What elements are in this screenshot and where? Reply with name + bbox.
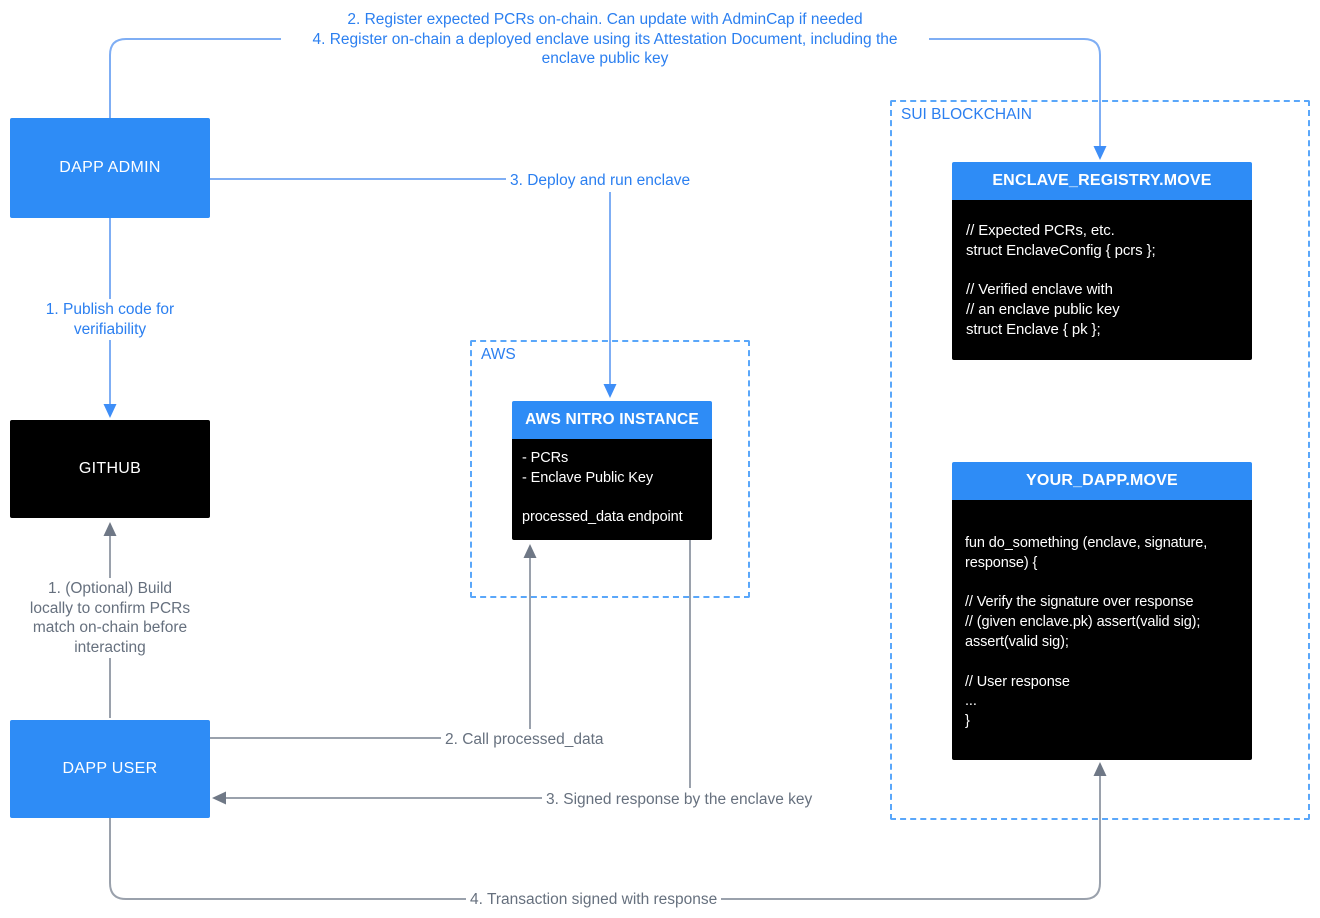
- edge-label-signed-response: 3. Signed response by the enclave key: [542, 789, 817, 811]
- arrow-up-into-github-icon: [103, 522, 117, 536]
- blue-arrowheads: [103, 146, 1107, 418]
- dapp-user-label: DAPP USER: [62, 760, 158, 777]
- sui-blockchain-group: SUI BLOCKCHAIN ENCLAVE_REGISTRY.MOVE // …: [890, 100, 1310, 820]
- arrow-up-into-aws-nitro-icon: [523, 544, 537, 558]
- dapp-admin-label: DAPP ADMIN: [59, 159, 161, 176]
- aws-group: AWS AWS NITRO INSTANCE - PCRs - Enclave …: [470, 340, 750, 598]
- enclave-registry-node: ENCLAVE_REGISTRY.MOVE // Expected PCRs, …: [952, 162, 1252, 360]
- aws-nitro-body: - PCRs - Enclave Public Key processed_da…: [512, 439, 712, 540]
- arrow-into-aws-nitro-icon: [603, 384, 617, 398]
- arrow-up-into-your-dapp-icon: [1093, 762, 1107, 776]
- enclave-registry-title: ENCLAVE_REGISTRY.MOVE: [952, 162, 1252, 200]
- edge-register-left-line: [109, 38, 283, 118]
- your-dapp-body: fun do_something (enclave, signature, re…: [952, 500, 1252, 760]
- your-dapp-title: YOUR_DAPP.MOVE: [952, 462, 1252, 500]
- edge-label-register-pcrs: 2. Register expected PCRs on-chain. Can …: [281, 9, 929, 70]
- arrow-into-enclave-registry-icon: [1093, 146, 1107, 160]
- aws-group-label: AWS: [481, 346, 516, 363]
- edge-label-transaction-signed: 4. Transaction signed with response: [466, 889, 722, 911]
- arrow-into-github-icon: [103, 404, 117, 418]
- edge-label-deploy-enclave: 3. Deploy and run enclave: [506, 170, 695, 192]
- aws-nitro-title: AWS NITRO INSTANCE: [512, 401, 712, 439]
- sui-blockchain-group-label: SUI BLOCKCHAIN: [901, 106, 1032, 123]
- arrow-into-dapp-user-icon: [212, 791, 226, 805]
- gray-arrowheads: [103, 522, 1107, 805]
- enclave-registry-body: // Expected PCRs, etc. struct EnclaveCon…: [952, 200, 1252, 360]
- edge-label-call-processed-data: 2. Call processed_data: [441, 729, 608, 751]
- edge-register-right-line: [927, 38, 1101, 148]
- edge-label-optional-build: 1. (Optional) Build locally to confirm P…: [15, 578, 205, 658]
- your-dapp-node: YOUR_DAPP.MOVE fun do_something (enclave…: [952, 462, 1252, 760]
- dapp-admin-node: DAPP ADMIN: [10, 118, 210, 218]
- github-node: GITHUB: [10, 420, 210, 518]
- aws-nitro-instance-node: AWS NITRO INSTANCE - PCRs - Enclave Publ…: [512, 401, 712, 540]
- github-label: GITHUB: [78, 460, 142, 477]
- edge-label-publish-code: 1. Publish code for verifiability: [30, 299, 190, 340]
- dapp-user-node: DAPP USER: [10, 720, 210, 818]
